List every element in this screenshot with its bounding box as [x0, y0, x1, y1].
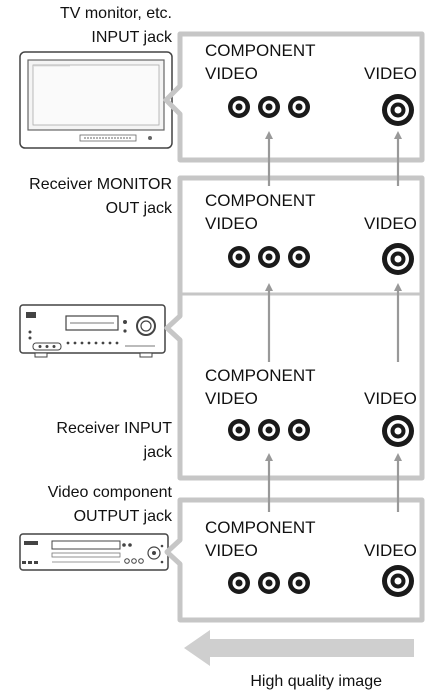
video-component-icon [19, 533, 169, 571]
tv-monitor-icon [19, 51, 173, 149]
component-label-line2: VIDEO [205, 389, 258, 408]
component-jack-icon [258, 419, 280, 441]
high-quality-label: High quality image [250, 673, 382, 690]
receiver-in-label-line2: jack [143, 444, 173, 461]
component-jack-icon [258, 572, 280, 594]
receiver-icon [19, 304, 166, 358]
video-component-label-line1: Video component [48, 484, 173, 501]
component-label-line1: COMPONENT [205, 366, 316, 385]
video-label: VIDEO [364, 214, 417, 233]
tv-label-line1: TV monitor, etc. [60, 5, 172, 22]
receiver-in-label-line1: Receiver INPUT [56, 420, 172, 437]
receiver-monitor-out-label: Receiver MONITOR OUT jack [29, 176, 173, 217]
component-jack-icon [258, 246, 280, 268]
component-jack-icon [288, 419, 310, 441]
receiver-monitor-out-jacks: COMPONENT VIDEO VIDEO [205, 191, 417, 275]
high-quality-arrow [184, 630, 414, 666]
video-label: VIDEO [364, 541, 417, 560]
video-component-jack-panel [164, 497, 425, 623]
component-label-line1: COMPONENT [205, 41, 316, 60]
component-label-line2: VIDEO [205, 64, 258, 83]
receiver-input-label: Receiver INPUT jack [56, 420, 173, 461]
tv-label-line2: INPUT jack [91, 29, 173, 46]
tv-jack-panel [163, 31, 425, 163]
video-component-output-jacks: COMPONENT VIDEO VIDEO [205, 518, 417, 597]
component-jack-icon [258, 96, 280, 118]
component-jack-icon [288, 572, 310, 594]
receiver-input-jacks: COMPONENT VIDEO VIDEO [205, 366, 417, 447]
tv-input-jacks: COMPONENT VIDEO VIDEO [205, 41, 417, 126]
video-component-label-line2: OUTPUT jack [74, 508, 173, 525]
video-jack-icon [382, 94, 414, 126]
video-jack-icon [382, 415, 414, 447]
video-label: VIDEO [364, 64, 417, 83]
receiver-out-label-line2: OUT jack [106, 200, 173, 217]
video-jack-icon [382, 243, 414, 275]
component-jack-icon [228, 419, 250, 441]
component-jack-icon [228, 246, 250, 268]
video-label: VIDEO [364, 389, 417, 408]
component-jack-icon [228, 572, 250, 594]
tv-label: TV monitor, etc. INPUT jack [60, 5, 173, 46]
component-jack-icon [228, 96, 250, 118]
receiver-out-label-line1: Receiver MONITOR [29, 176, 172, 193]
component-label-line1: COMPONENT [205, 191, 316, 210]
component-label-line1: COMPONENT [205, 518, 316, 537]
video-component-label: Video component OUTPUT jack [48, 484, 173, 525]
receiver-jack-panel [164, 175, 425, 481]
video-jack-icon [382, 565, 414, 597]
component-label-line2: VIDEO [205, 541, 258, 560]
component-jack-icon [288, 96, 310, 118]
component-label-line2: VIDEO [205, 214, 258, 233]
component-jack-icon [288, 246, 310, 268]
